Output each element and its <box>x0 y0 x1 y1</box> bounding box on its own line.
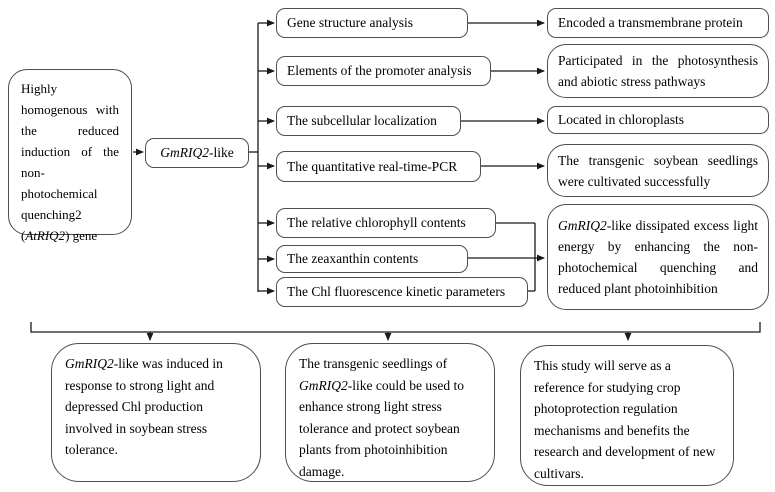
result-box-chloroplasts: Located in chloroplasts <box>547 106 769 134</box>
analysis-box-promoter-elements: Elements of the promoter analysis <box>276 56 491 86</box>
conclusion-text: -like could be used to enhance strong li… <box>299 377 464 479</box>
analysis-label: The subcellular localization <box>287 113 437 128</box>
result-box-transmembrane-protein: Encoded a transmembrane protein <box>547 8 769 38</box>
analysis-box-realtime-pcr: The quantitative real-time-PCR <box>276 151 481 182</box>
analysis-label: Elements of the promoter analysis <box>287 63 472 78</box>
conclusion-box-stress-tolerance: The transgenic seedlings of GmRIQ2-like … <box>285 343 495 482</box>
root-box: Highly homogenous with the reduced induc… <box>8 69 132 243</box>
gene-name-gmriq2: GmRIQ2 <box>299 377 348 393</box>
conclusion-bracket <box>30 322 761 341</box>
root-box-text-end: ) gene <box>65 228 98 243</box>
analysis-label: Gene structure analysis <box>287 15 413 30</box>
analysis-label: The quantitative real-time-PCR <box>287 158 458 174</box>
result-label: Encoded a transmembrane protein <box>558 15 743 30</box>
result-label: -like dissipated excess light energy by … <box>558 218 758 296</box>
result-label: Located in chloroplasts <box>558 112 684 127</box>
gene-box: GmRIQ2-like <box>145 138 249 168</box>
conclusion-box-crop-reference: This study will serve as a reference for… <box>520 345 734 486</box>
root-box-text: Highly homogenous with the reduced induc… <box>21 81 119 243</box>
gene-branch-trunk <box>249 19 275 295</box>
analysis-to-result-arrows <box>461 19 545 170</box>
result-label: The transgenic soybean seedlings were cu… <box>558 153 758 189</box>
conclusion-box-induction: GmRIQ2-like was induced in response to s… <box>51 343 261 482</box>
conclusion-text: The transgenic seedlings of <box>299 356 448 371</box>
conclusion-text: This study will serve as a reference for… <box>534 358 716 481</box>
analysis-box-zeaxanthin-contents: The zeaxanthin contents <box>276 245 468 273</box>
result-label: Participated in the photosynthesis and a… <box>558 53 758 89</box>
analysis-box-chl-fluorescence: The Chl fluorescence kinetic parameters <box>276 277 528 307</box>
analysis-label: The relative chlorophyll contents <box>287 215 466 230</box>
gene-name-gmriq2: GmRIQ2 <box>160 145 209 160</box>
result-box-transgenic-seedlings: The transgenic soybean seedlings were cu… <box>547 144 769 197</box>
conclusion-text: -like was induced in response to strong … <box>65 356 223 457</box>
gene-name-gmriq2: GmRIQ2 <box>558 218 607 233</box>
gene-name-gmriq2: GmRIQ2 <box>65 356 114 371</box>
result-box-npq-dissipation: GmRIQ2-like dissipated excess light ener… <box>547 204 769 310</box>
analysis-box-subcellular-localization: The subcellular localization <box>276 106 461 136</box>
gene-name-atriq2: AtRIQ2 <box>25 228 66 243</box>
analysis-label: The Chl fluorescence kinetic parameters <box>287 284 506 299</box>
analysis-label: The zeaxanthin contents <box>287 251 419 266</box>
analysis-box-gene-structure: Gene structure analysis <box>276 8 468 38</box>
analysis-box-chlorophyll-contents: The relative chlorophyll contents <box>276 208 496 238</box>
result-box-photosynthesis-pathways: Participated in the photosynthesis and a… <box>547 44 769 98</box>
gene-box-label: GmRIQ2-like <box>160 145 234 160</box>
